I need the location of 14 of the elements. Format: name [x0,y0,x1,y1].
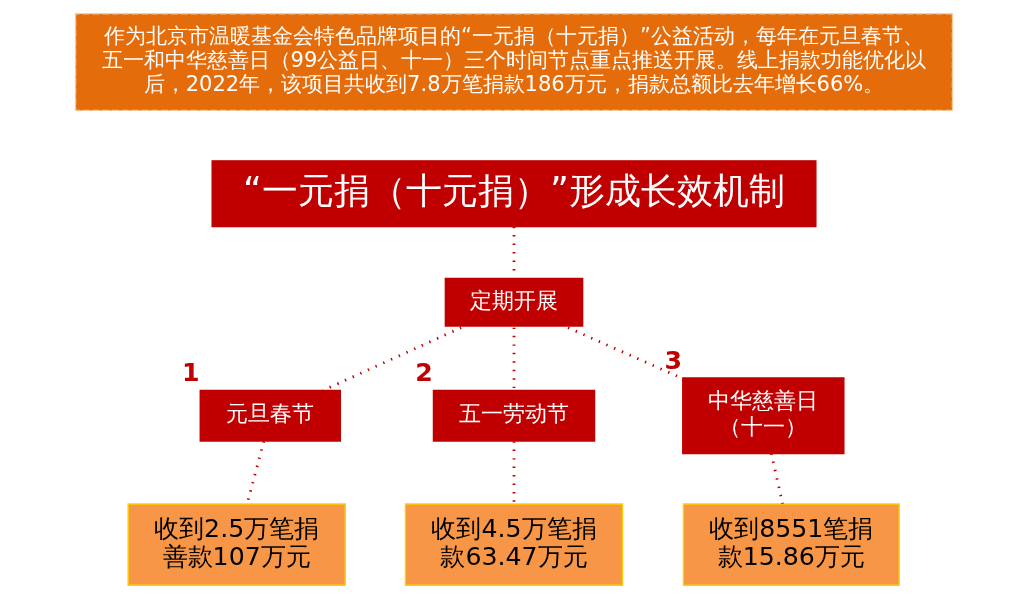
node-label: 2 [415,358,433,388]
node-box: 作为北京市温暖基金会特色品牌项目的“一元捐（十元捐）”公益活动，每年在元旦春节、五一和中华慈善日（99公益日、十一）三个时间节点重点推送开展。线上捐款功能优化以后，2022年，该项目共收到7.8万笔捐款186万元，捐款总额比去年增长66%。 [74,13,954,112]
connector [770,453,784,505]
node-box: 定期开展 [443,276,585,329]
node-box: 收到2.5万笔捐善款107万元 [127,503,346,586]
node-label: 3 [664,345,683,375]
node-box: 收到8551笔捐款15.86万元 [682,503,900,586]
connector [512,327,516,391]
node-label: 1 [182,358,200,388]
node-box: 元旦春节 [199,389,341,442]
node-box: 中华慈善日（十一） [682,377,845,455]
node-box: “一元捐（十元捐）”形成长效机制 [211,160,817,228]
node-box: 收到4.5万笔捐款63.47万元 [404,503,624,586]
node-box: 五一劳动节 [432,389,596,442]
